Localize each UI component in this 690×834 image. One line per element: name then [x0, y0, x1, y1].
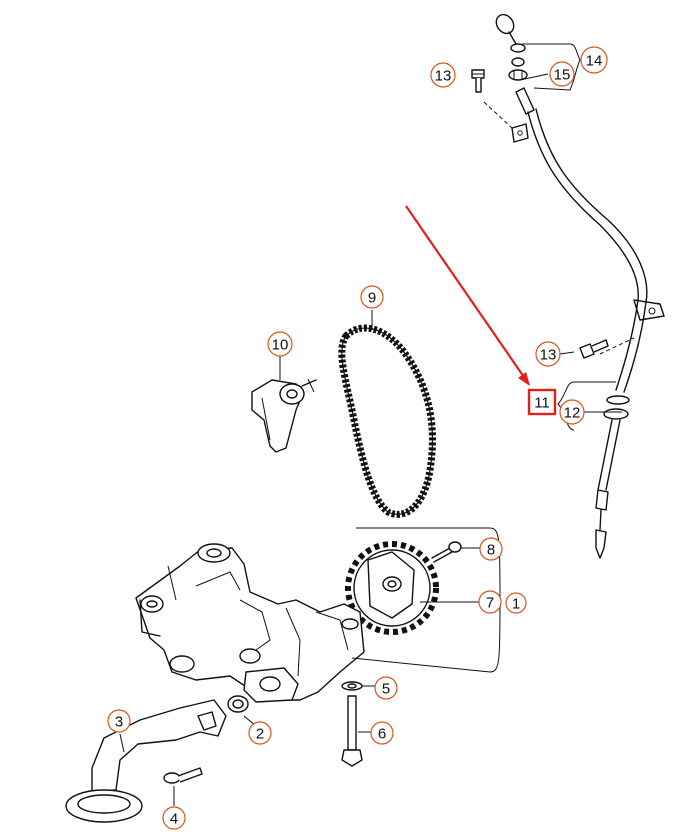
- callout-8: 8: [479, 537, 503, 561]
- callout-13-top: 13: [430, 62, 456, 88]
- callout-4: 4: [162, 806, 186, 830]
- bracket-11: [557, 381, 616, 431]
- callout-15: 15: [549, 61, 575, 87]
- pipe-bolt: [163, 767, 203, 784]
- callout-5: 5: [374, 676, 398, 700]
- callout-9: 9: [360, 285, 384, 309]
- bolt-top: [471, 69, 485, 93]
- svg-text:13: 13: [540, 347, 557, 364]
- svg-text:4: 4: [170, 811, 178, 828]
- callout-3: 3: [107, 709, 131, 733]
- bolt-side: [579, 339, 609, 359]
- svg-text:9: 9: [368, 290, 376, 307]
- callout-1: 1: [505, 592, 527, 614]
- dipstick-assembly: [483, 13, 665, 559]
- svg-text:14: 14: [586, 53, 603, 70]
- gasket: [227, 695, 249, 713]
- callout-13-side: 13: [535, 341, 561, 367]
- oil-pump-housing: [135, 543, 365, 703]
- long-bolt: [341, 695, 363, 767]
- drive-chain: [338, 324, 436, 518]
- callout-11-highlighted: 11: [527, 388, 557, 416]
- svg-text:10: 10: [272, 337, 289, 354]
- svg-text:3: 3: [115, 714, 123, 731]
- leader-lines: [119, 73, 622, 806]
- bracket-14: [522, 43, 581, 91]
- callout-7: 7: [478, 590, 502, 614]
- svg-text:2: 2: [256, 726, 264, 743]
- callout-12: 12: [559, 399, 585, 425]
- svg-text:15: 15: [554, 67, 571, 84]
- svg-text:7: 7: [486, 595, 494, 612]
- intake-pipe: [65, 699, 227, 823]
- callout-14: 14: [580, 46, 608, 74]
- chain-tensioner: [251, 378, 317, 453]
- svg-text:6: 6: [378, 726, 386, 743]
- svg-text:1: 1: [512, 596, 520, 613]
- svg-text:11: 11: [534, 395, 550, 412]
- svg-text:13: 13: [435, 68, 452, 85]
- washer: [341, 681, 363, 691]
- highlight-arrow: [405, 205, 530, 386]
- callout-2: 2: [248, 721, 272, 745]
- svg-text:8: 8: [487, 542, 495, 559]
- callout-10: 10: [267, 331, 293, 357]
- sprocket-bolt: [431, 541, 462, 563]
- sprocket: [345, 541, 439, 635]
- svg-text:12: 12: [564, 405, 581, 422]
- svg-text:5: 5: [382, 681, 390, 698]
- callout-6: 6: [370, 721, 394, 745]
